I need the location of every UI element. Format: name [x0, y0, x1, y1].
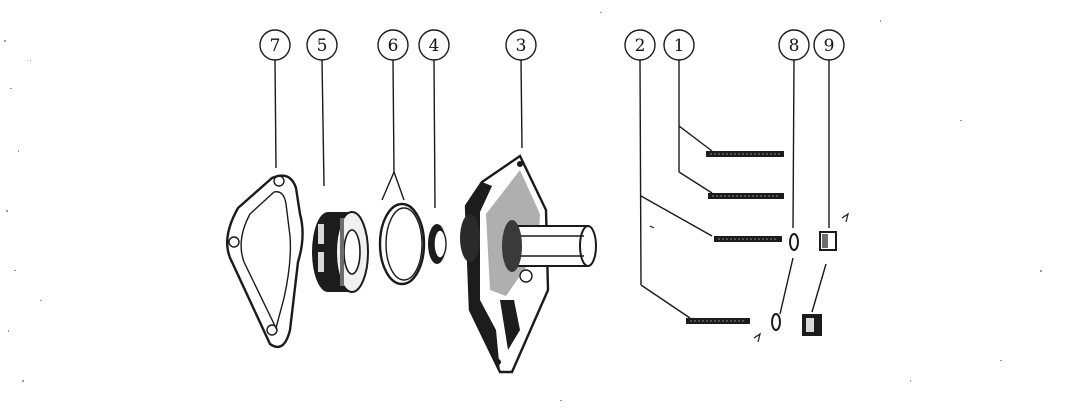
callout-9: 9	[811, 29, 845, 313]
callout-label: 9	[824, 36, 835, 56]
callout-6: 6	[377, 29, 409, 201]
washer-part-8a	[789, 233, 799, 251]
gasket-part	[226, 174, 304, 349]
callout-2: 2	[624, 29, 713, 319]
snap-ring-part	[378, 202, 426, 286]
stray-marks	[649, 212, 849, 343]
nut-part-9a	[819, 231, 837, 251]
bearing-part	[312, 211, 369, 293]
callout-1: 1	[663, 29, 713, 194]
callout-7: 7	[259, 29, 291, 169]
callout-3: 3	[505, 29, 537, 149]
pump-housing-part	[460, 154, 597, 374]
callout-label: 6	[388, 36, 399, 56]
stud-part-2b	[686, 318, 750, 324]
scan-noise	[4, 12, 1042, 401]
nut-part-9b	[802, 314, 822, 336]
callout-4: 4	[418, 29, 450, 209]
callout-label: 4	[429, 36, 440, 56]
callout-label: 1	[674, 36, 685, 56]
stud-part-1b	[708, 193, 784, 199]
washer-part-8b	[771, 313, 781, 331]
callout-label: 3	[516, 36, 527, 56]
callout-label: 8	[789, 36, 800, 56]
callout-5: 5	[306, 29, 338, 187]
callout-label: 2	[635, 36, 646, 56]
callout-label: 5	[317, 36, 328, 56]
stud-part-2a	[714, 236, 782, 242]
callout-label: 7	[270, 36, 281, 56]
stud-part-1a	[706, 151, 784, 157]
callout-8: 8	[778, 29, 810, 315]
seal-part	[428, 224, 447, 264]
